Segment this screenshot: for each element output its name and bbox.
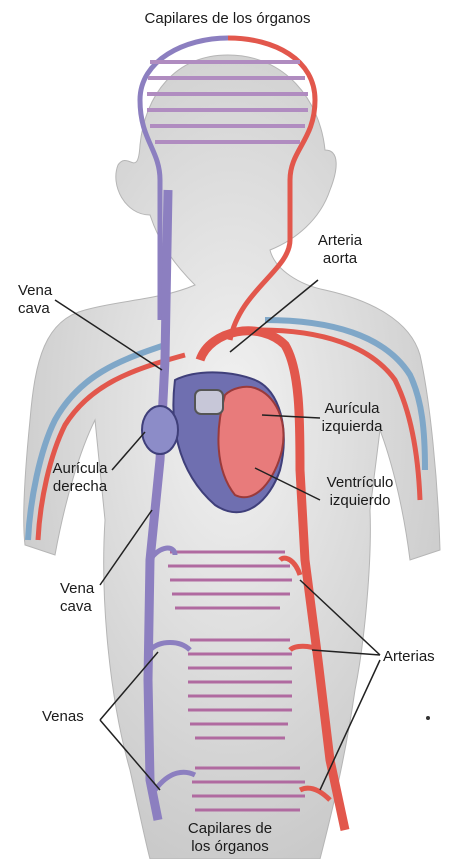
vena-cava-top-line2: cava bbox=[18, 300, 52, 318]
arteria-aorta-line2: aorta bbox=[300, 250, 380, 268]
vena-cava-low-label: Vena cava bbox=[60, 580, 94, 616]
ventriculo-izquierdo-label: Ventrículo izquierdo bbox=[315, 474, 405, 510]
bottom-caption: Capilares de los órganos bbox=[170, 820, 290, 856]
arteria-aorta-line1: Arteria bbox=[300, 232, 380, 250]
auricula-izquierda-line1: Aurícula bbox=[312, 400, 392, 418]
arteria-aorta-label: Arteria aorta bbox=[300, 232, 380, 268]
auricula-derecha-label: Aurícula derecha bbox=[40, 460, 120, 496]
vena-cava-low-line1: Vena bbox=[60, 580, 94, 598]
arterias-label: Arterias bbox=[383, 648, 435, 666]
bottom-caption-line1: Capilares de bbox=[170, 820, 290, 838]
speck-dot bbox=[426, 716, 430, 720]
top-caption: Capilares de los órganos bbox=[95, 10, 360, 28]
auricula-izquierda-line2: izquierda bbox=[312, 418, 392, 436]
ventriculo-izquierdo-line2: izquierdo bbox=[315, 492, 405, 510]
venas-label: Venas bbox=[42, 708, 84, 726]
auricula-izquierda-label: Aurícula izquierda bbox=[312, 400, 392, 436]
vena-cava-top-label: Vena cava bbox=[18, 282, 52, 318]
auricula-derecha-line2: derecha bbox=[40, 478, 120, 496]
vena-cava-low-line2: cava bbox=[60, 598, 94, 616]
vena-cava-top-line1: Vena bbox=[18, 282, 52, 300]
auricula-derecha-line1: Aurícula bbox=[40, 460, 120, 478]
bottom-caption-line2: los órganos bbox=[170, 838, 290, 856]
ventriculo-izquierdo-line1: Ventrículo bbox=[315, 474, 405, 492]
